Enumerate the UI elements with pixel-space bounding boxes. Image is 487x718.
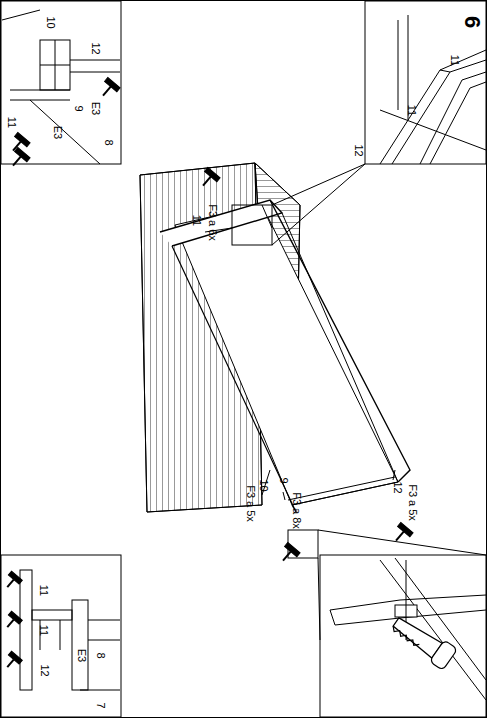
inset-bottom-left (1, 555, 121, 717)
callout-number: 8 (95, 652, 106, 658)
callout-number: 12 (90, 42, 101, 54)
detail-box (288, 530, 318, 558)
inset-bottom-right (320, 555, 486, 717)
detail-box (232, 205, 272, 245)
callout-number: 9 (73, 105, 84, 111)
callout-number: E3 (77, 648, 88, 661)
callout-number: E3 (91, 101, 102, 114)
callout-number: F3 a 6x (207, 204, 218, 241)
callout-number: 9 (278, 477, 289, 483)
callout-number: 12 (353, 144, 364, 156)
callout-number: 12 (392, 481, 403, 493)
step-number: 6 (461, 16, 483, 28)
callout-number: 12 (39, 664, 50, 676)
callout-number: 10 (45, 16, 56, 28)
roof-panel (175, 205, 398, 505)
callout-number: 11 (449, 54, 460, 65)
callout-number: F3 a 5x (407, 484, 418, 521)
callout-number: 8 (103, 139, 114, 145)
callout-number: 11 (191, 214, 202, 225)
saw-icon (389, 611, 458, 670)
callout-number: 11 (38, 584, 49, 595)
callout-number: 11 (38, 624, 49, 635)
hammer-icon (2, 78, 413, 672)
callout-number: F3 a 8x (291, 492, 302, 529)
callout-number: 10 (258, 479, 269, 491)
callout-number: 11 (6, 116, 17, 127)
callout-number: E3 (53, 125, 64, 138)
callout-number: F3 a 5x (245, 485, 256, 522)
callout-number: 11 (406, 104, 417, 115)
callout-number: 7 (95, 702, 106, 708)
inset-top-right (365, 1, 486, 164)
inset-top-left (1, 1, 121, 164)
